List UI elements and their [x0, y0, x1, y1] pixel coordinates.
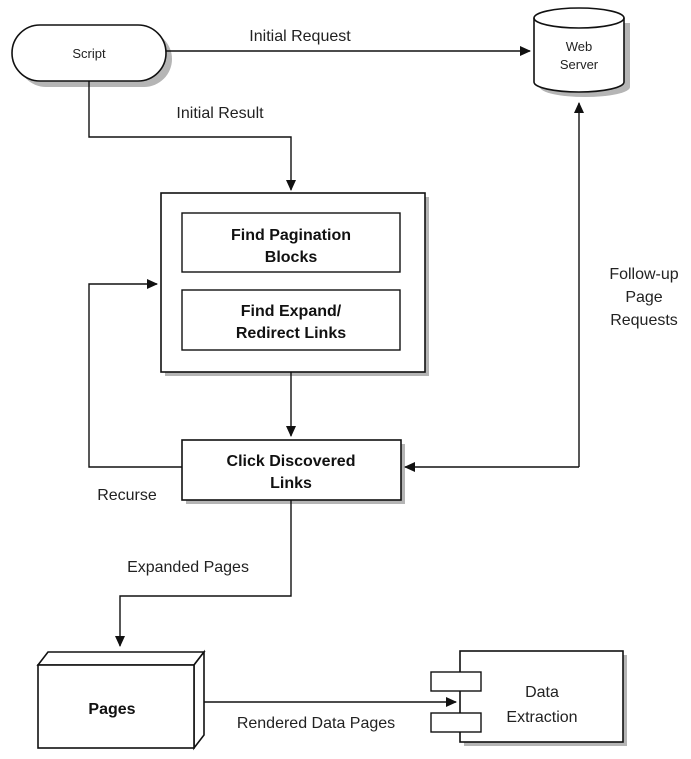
find-expand-redirect-links-node: Find Expand/ Redirect Links — [181, 289, 401, 351]
pages-node: Pages — [36, 649, 206, 751]
pages-label: Pages — [88, 701, 135, 718]
recurse-label: Recurse — [97, 487, 157, 504]
rendered-data-pages-label: Rendered Data Pages — [237, 715, 395, 732]
expanded-pages-label: Expanded Pages — [127, 559, 249, 576]
script-label: Script — [72, 46, 106, 61]
follow-up-label-line2: Page — [625, 289, 662, 306]
find-expand-label-line1: Find Expand/ — [241, 303, 342, 320]
data-extraction-node: Data Extraction — [430, 650, 627, 746]
edge-rendered-data-pages: Rendered Data Pages — [204, 697, 457, 732]
initial-request-label: Initial Request — [249, 28, 351, 45]
component-port-bottom — [430, 712, 482, 733]
edge-initial-result: Initial Result — [88, 81, 296, 191]
web-server-label-line2: Server — [560, 57, 599, 72]
script-node: Script — [11, 24, 172, 87]
edge-recurse: Recurse — [88, 279, 182, 504]
follow-up-label-line1: Follow-up — [609, 266, 678, 283]
web-server-label-line1: Web — [566, 39, 593, 54]
edge-follow-up-requests: Follow-up Page Requests — [404, 102, 679, 472]
follow-up-label-line3: Requests — [610, 312, 678, 329]
web-server-node: Web Server — [533, 7, 630, 97]
find-expand-label-line2: Redirect Links — [236, 325, 346, 342]
click-discovered-links-node: Click Discovered Links — [181, 439, 405, 504]
edge-initial-request: Initial Request — [166, 28, 531, 56]
component-port-top — [430, 671, 482, 692]
click-discovered-label-line2: Links — [270, 475, 312, 492]
data-extraction-label-line1: Data — [525, 684, 559, 701]
find-pagination-label-line1: Find Pagination — [231, 227, 351, 244]
data-extraction-label-line2: Extraction — [506, 709, 577, 726]
find-pagination-blocks-node: Find Pagination Blocks — [181, 212, 401, 273]
edge-expanded-pages: Expanded Pages — [115, 500, 292, 647]
click-discovered-label-line1: Click Discovered — [227, 453, 356, 470]
initial-result-label: Initial Result — [176, 105, 264, 122]
find-pagination-label-line2: Blocks — [265, 249, 318, 266]
